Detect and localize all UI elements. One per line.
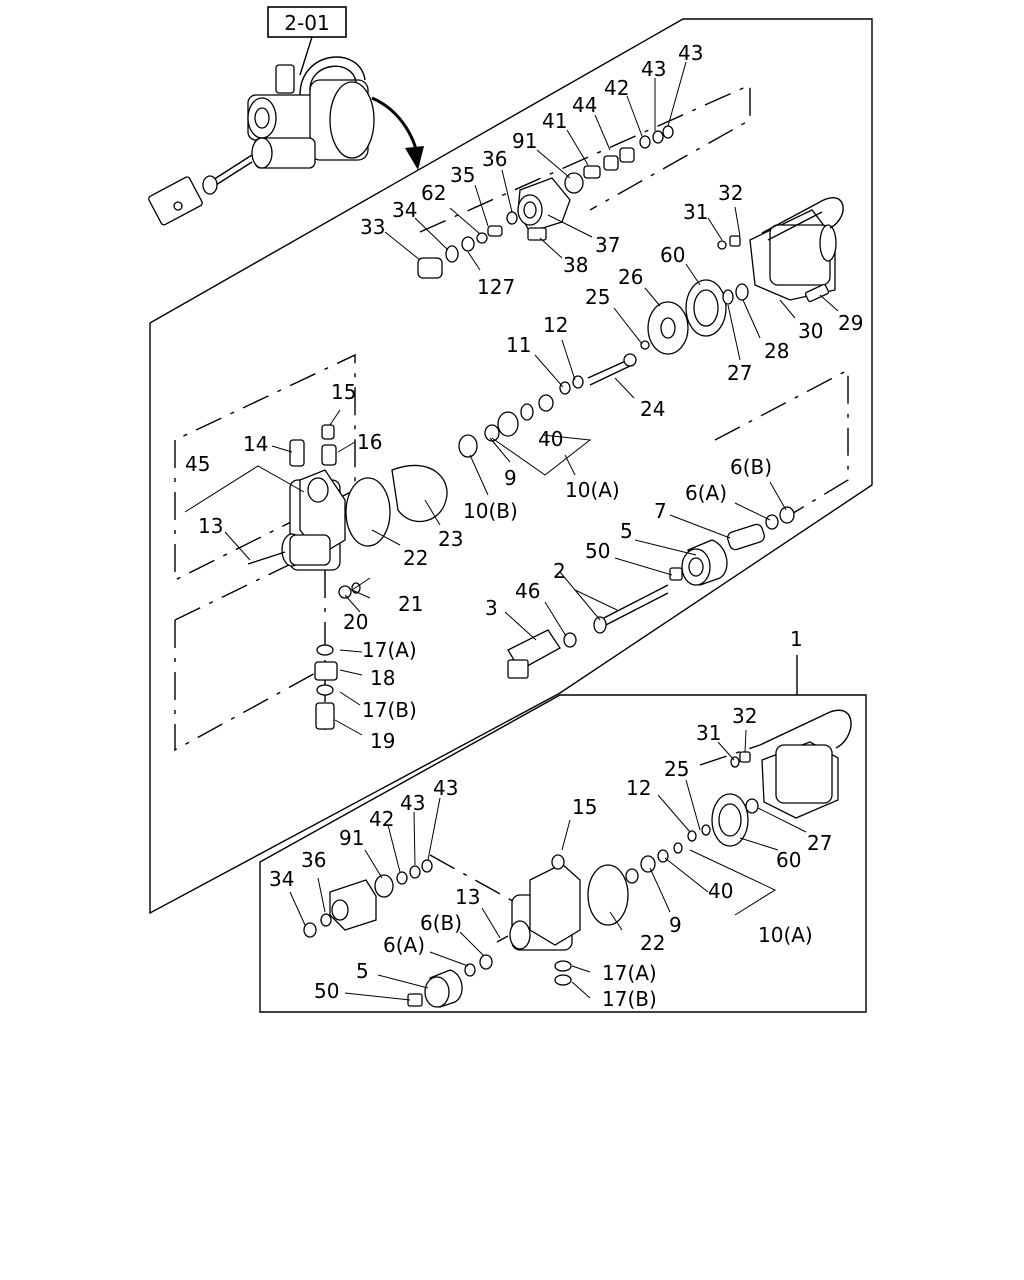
- label-43: 43: [433, 776, 458, 800]
- label-6a: 6(A): [685, 481, 727, 505]
- label-31: 31: [683, 200, 708, 224]
- label-32: 32: [732, 704, 757, 728]
- label-9: 9: [669, 913, 682, 937]
- label-7: 7: [654, 499, 667, 523]
- main-body-group: [247, 375, 584, 730]
- leader-lines-kit: [289, 729, 807, 1001]
- label-40: 40: [708, 879, 733, 903]
- label-36: 36: [301, 848, 326, 872]
- label-5: 5: [356, 959, 369, 983]
- label-62: 62: [421, 181, 446, 205]
- labels-top-section: 43 43 42 44 41 91 36 35 62 34 33 127 37 …: [185, 41, 863, 753]
- labels-kit-section: 1 32 31 25 12 15 43 43 42 91 36 34 13 6(…: [269, 627, 832, 1011]
- label-17b: 17(B): [602, 987, 657, 1011]
- label-15: 15: [572, 795, 597, 819]
- label-5: 5: [620, 519, 633, 543]
- assembly-illustration: [148, 36, 424, 226]
- label-22: 22: [403, 546, 428, 570]
- label-60: 60: [776, 848, 801, 872]
- label-12: 12: [626, 776, 651, 800]
- label-13: 13: [455, 885, 480, 909]
- label-31: 31: [696, 721, 721, 745]
- label-6b: 6(B): [730, 455, 772, 479]
- label-46: 46: [515, 579, 540, 603]
- label-19: 19: [370, 729, 395, 753]
- label-10a: 10(A): [758, 923, 813, 947]
- main-panel-outline: [149, 18, 873, 915]
- label-37: 37: [595, 233, 620, 257]
- label-43: 43: [678, 41, 703, 65]
- label-35: 35: [450, 163, 475, 187]
- leader-lines-top: [184, 61, 839, 736]
- label-50: 50: [314, 979, 339, 1003]
- label-36: 36: [482, 147, 507, 171]
- label-28: 28: [764, 339, 789, 363]
- label-9: 9: [504, 466, 517, 490]
- label-1: 1: [790, 627, 803, 651]
- piston-rod-group: [507, 506, 795, 679]
- label-44: 44: [572, 93, 597, 117]
- label-34: 34: [269, 867, 294, 891]
- label-12: 12: [543, 313, 568, 337]
- label-23: 23: [438, 527, 463, 551]
- label-91: 91: [512, 129, 537, 153]
- label-50: 50: [585, 539, 610, 563]
- label-60: 60: [660, 243, 685, 267]
- label-24: 24: [640, 397, 665, 421]
- label-22: 22: [640, 931, 665, 955]
- label-20: 20: [343, 610, 368, 634]
- label-21: 21: [398, 592, 423, 616]
- label-27: 27: [807, 831, 832, 855]
- label-17a: 17(A): [602, 961, 657, 985]
- kit-panel-outline: [259, 694, 867, 1013]
- label-15: 15: [331, 380, 356, 404]
- label-29: 29: [838, 311, 863, 335]
- label-43: 43: [641, 57, 666, 81]
- label-17b: 17(B): [362, 698, 417, 722]
- label-41: 41: [542, 109, 567, 133]
- label-17a: 17(A): [362, 638, 417, 662]
- kit-parts-group: [303, 709, 852, 1008]
- label-14: 14: [243, 432, 268, 456]
- label-127: 127: [477, 275, 515, 299]
- figure-reference-label: 2-01: [284, 11, 329, 35]
- label-26: 26: [618, 265, 643, 289]
- label-6a: 6(A): [383, 933, 425, 957]
- label-18: 18: [370, 666, 395, 690]
- label-38: 38: [563, 253, 588, 277]
- label-25: 25: [664, 757, 689, 781]
- label-32: 32: [718, 181, 743, 205]
- label-6b: 6(B): [420, 911, 462, 935]
- label-27: 27: [727, 361, 752, 385]
- label-10a: 10(A): [565, 478, 620, 502]
- label-40: 40: [538, 427, 563, 451]
- label-45: 45: [185, 452, 210, 476]
- label-16: 16: [357, 430, 382, 454]
- label-13: 13: [198, 514, 223, 538]
- label-11: 11: [506, 333, 531, 357]
- label-25: 25: [585, 285, 610, 309]
- label-91: 91: [339, 826, 364, 850]
- label-42: 42: [604, 76, 629, 100]
- label-43: 43: [400, 791, 425, 815]
- label-33: 33: [360, 215, 385, 239]
- valve-parts-group: [417, 125, 674, 279]
- label-2: 2: [553, 559, 566, 583]
- label-42: 42: [369, 807, 394, 831]
- figure-reference-box[interactable]: 2-01: [267, 6, 347, 38]
- label-30: 30: [798, 319, 823, 343]
- label-10b: 10(B): [463, 499, 518, 523]
- label-34: 34: [392, 198, 417, 222]
- cover-parts-group: [587, 197, 844, 386]
- label-3: 3: [485, 596, 498, 620]
